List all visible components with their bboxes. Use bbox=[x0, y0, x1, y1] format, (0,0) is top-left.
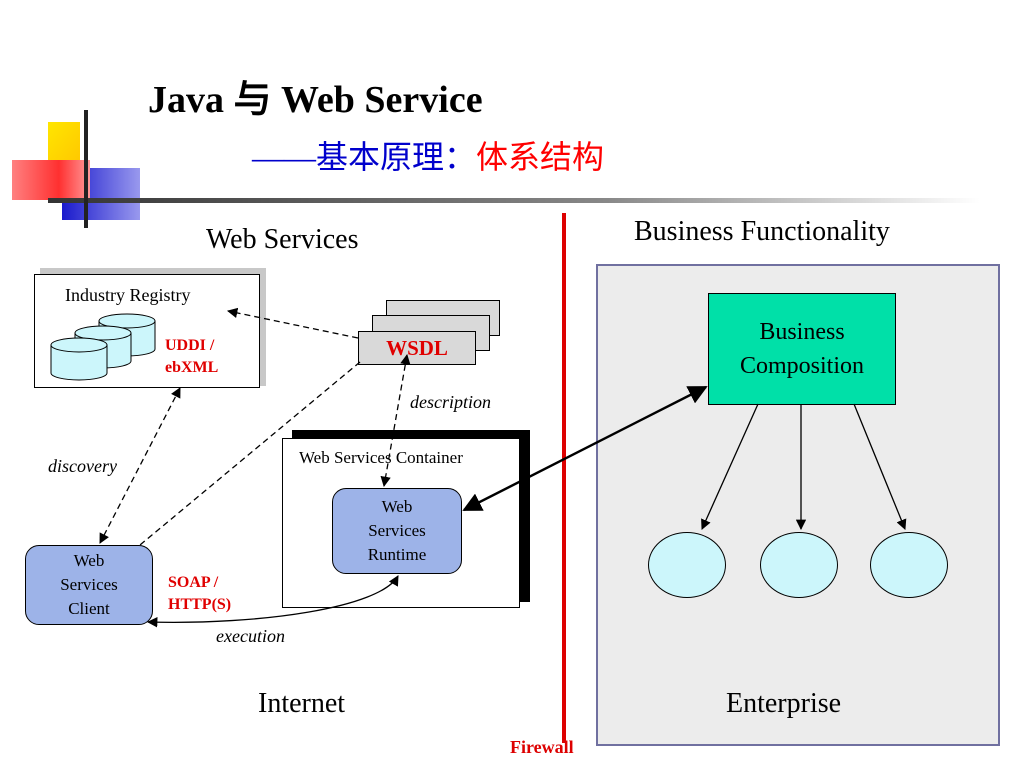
logo-decoration bbox=[12, 110, 980, 228]
web-services-heading: Web Services bbox=[206, 224, 359, 255]
wsdl-label: WSDL bbox=[386, 335, 448, 360]
enterprise-label: Enterprise bbox=[726, 688, 842, 719]
container-label: Web Services Container bbox=[299, 448, 463, 467]
registry-label: Industry Registry bbox=[65, 285, 191, 305]
service-circle-1 bbox=[648, 532, 726, 598]
client-node: Web Services Client bbox=[25, 545, 153, 625]
page-subtitle: ——基本原理：体系结构 bbox=[252, 132, 604, 178]
subtitle-red: 体系结构 bbox=[476, 139, 605, 175]
internet-label: Internet bbox=[258, 688, 346, 719]
soap-label: SOAP / HTTP(S) bbox=[168, 574, 232, 613]
description-label: description bbox=[410, 392, 491, 412]
execution-label: execution bbox=[216, 626, 285, 646]
database-icon bbox=[50, 313, 156, 381]
business-functionality-heading: Business Functionality bbox=[634, 216, 890, 247]
subtitle-blue: 基本原理： bbox=[316, 139, 477, 175]
registry-protocol-label: UDDI / ebXML bbox=[165, 337, 219, 376]
business-composition-node: Business Composition bbox=[708, 293, 896, 405]
registry-box: Industry Registry UDDI / ebXML bbox=[34, 274, 260, 388]
service-circle-2 bbox=[760, 532, 838, 598]
service-circle-3 bbox=[870, 532, 948, 598]
runtime-node: Web Services Runtime bbox=[332, 488, 462, 574]
firewall-line bbox=[562, 213, 566, 743]
wsdl-card: WSDL bbox=[358, 331, 476, 365]
discovery-label: discovery bbox=[48, 456, 117, 476]
page-title: Java 与 Web Service bbox=[148, 79, 483, 121]
subtitle-dash: —— bbox=[252, 139, 316, 175]
firewall-label: Firewall bbox=[510, 737, 574, 757]
